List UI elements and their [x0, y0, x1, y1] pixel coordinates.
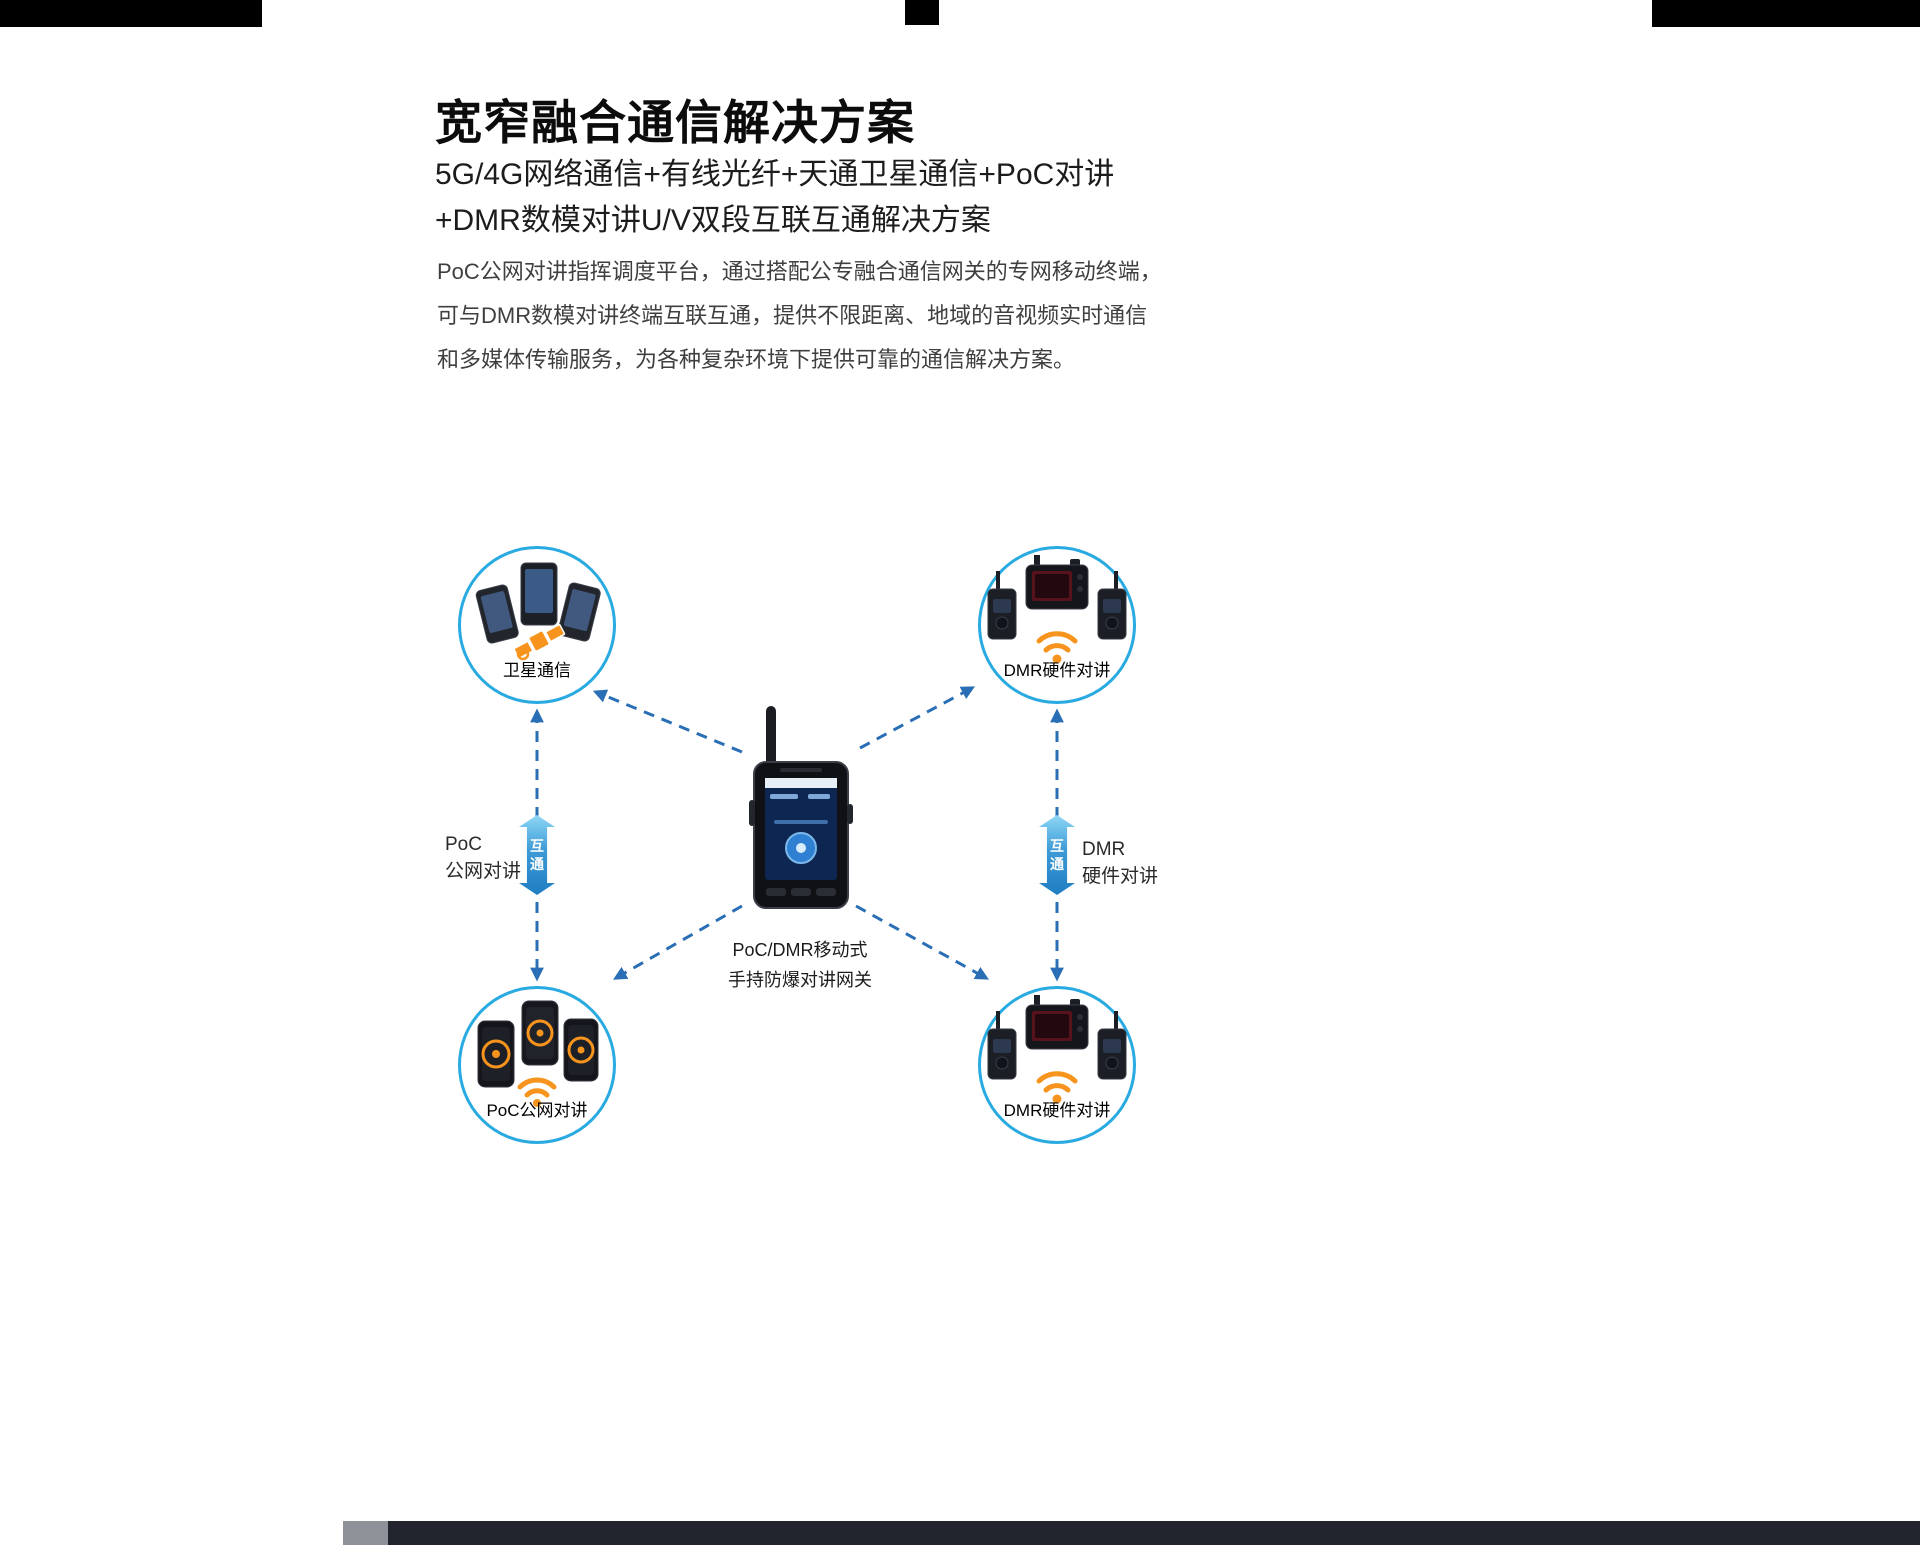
gateway-label-line-2: 手持防爆对讲网关 [728, 970, 872, 990]
interlink-badge-right-text: 互通 [1050, 838, 1064, 872]
footer-fragment-gray [343, 1521, 388, 1545]
subtitle: 5G/4G网络通信+有线光纤+天通卫星通信+PoC对讲 +DMR数模对讲U/V双… [435, 152, 1114, 244]
subtitle-line-1: 5G/4G网络通信+有线光纤+天通卫星通信+PoC对讲 [435, 158, 1115, 191]
description-line-2: 可与DMR数模对讲终端互联互通，提供不限距离、地域的音视频实时通信 [437, 303, 1148, 328]
left-link-label-line-2: 公网对讲 [445, 861, 522, 882]
interlink-badge-left-text: 互通 [530, 838, 544, 872]
footer-bar [388, 1521, 1920, 1545]
header-remnant-left [0, 0, 262, 27]
description-line-1: PoC公网对讲指挥调度平台，通过搭配公专融合通信网关的专网移动终端， [437, 259, 1162, 284]
node-label-dmr-top: DMR硬件对讲 [1003, 661, 1111, 680]
poc-phones-icon [477, 1000, 599, 1107]
description-line-3: 和多媒体传输服务，为各种复杂环境下提供可靠的通信解决方案。 [437, 347, 1076, 372]
node-label-poc: PoC公网对讲 [486, 1101, 588, 1120]
node-dmr-bottom: DMR硬件对讲 [978, 986, 1136, 1144]
right-link-label-line-2: 硬件对讲 [1082, 866, 1159, 887]
node-dmr-top: DMR硬件对讲 [978, 546, 1136, 704]
right-link-label: DMR 硬件对讲 [1082, 836, 1158, 890]
header-remnant-middle [905, 0, 939, 25]
dmr-radios-icon [987, 555, 1127, 664]
gateway-label: PoC/DMR移动式 手持防爆对讲网关 [690, 935, 910, 995]
right-link-label-line-1: DMR [1082, 839, 1126, 860]
node-label-satellite: 卫星通信 [503, 661, 571, 680]
node-satellite: 卫星通信 [458, 546, 616, 704]
satellite-phones-icon [475, 562, 601, 661]
interlink-badge-left: 互通 [519, 815, 555, 895]
description: PoC公网对讲指挥调度平台，通过搭配公专融合通信网关的专网移动终端， 可与DMR… [437, 250, 1162, 382]
interlink-badge-right: 互通 [1039, 815, 1075, 895]
left-link-label: PoC 公网对讲 [445, 831, 521, 885]
node-label-dmr-bottom: DMR硬件对讲 [1003, 1101, 1111, 1120]
dmr-radios-icon [987, 995, 1127, 1104]
node-poc: PoC公网对讲 [458, 986, 616, 1144]
subtitle-line-2: +DMR数模对讲U/V双段互联互通解决方案 [435, 204, 991, 237]
left-link-label-line-1: PoC [445, 834, 482, 855]
gateway-label-line-1: PoC/DMR移动式 [732, 940, 868, 960]
gateway-device [700, 700, 900, 920]
page-title: 宽窄融合通信解决方案 [435, 96, 915, 149]
gateway-device-icon [749, 706, 853, 909]
header-remnant-right [1652, 0, 1920, 27]
